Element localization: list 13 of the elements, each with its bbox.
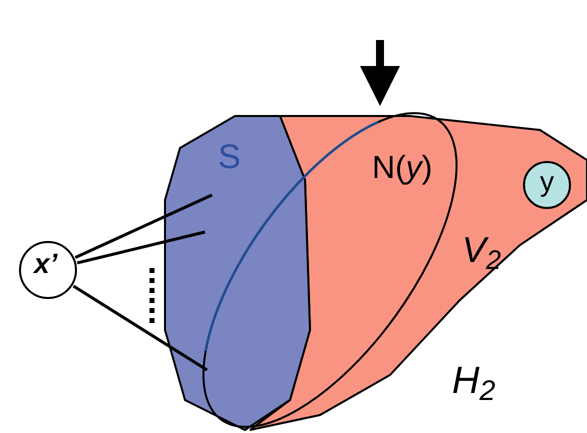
region-shape <box>250 114 587 432</box>
vertex-circle <box>18 240 78 300</box>
set-label: S <box>218 140 241 174</box>
neighborhood-label: N(y) <box>372 151 432 183</box>
connector-line <box>74 194 213 259</box>
octagon-shape <box>163 114 313 432</box>
arrow <box>360 40 400 106</box>
connector-line <box>72 284 208 372</box>
connector-line <box>76 230 206 264</box>
vertex-circle <box>522 160 572 210</box>
graph-label: H$_{2}$ <box>452 362 496 400</box>
vertex-label: x’ <box>34 250 58 278</box>
vertex-label: y <box>540 168 554 196</box>
